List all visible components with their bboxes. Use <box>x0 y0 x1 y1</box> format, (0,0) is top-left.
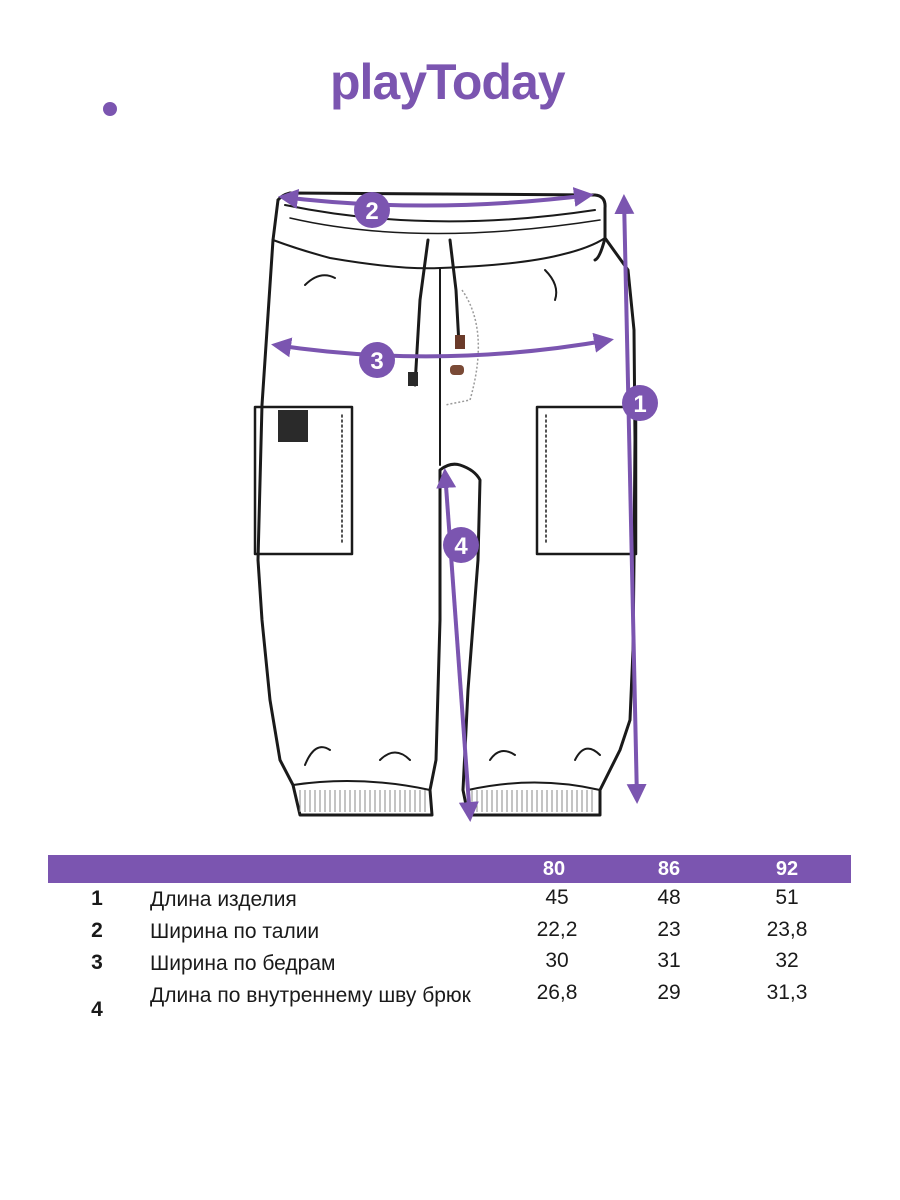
marker-4-label: 4 <box>454 533 468 560</box>
size-header-92: 92 <box>775 858 799 880</box>
table-cell: 30 <box>545 949 569 972</box>
table-cell: 26,8 <box>536 981 578 1004</box>
size-header-80: 80 <box>542 858 566 880</box>
table-cell: 29 <box>657 981 681 1004</box>
pants-drawing: 2 3 1 4 <box>253 187 658 822</box>
marker-4: 4 <box>443 527 479 563</box>
row-label: Ширина по талии <box>150 920 320 943</box>
row-number: 3 <box>91 951 103 974</box>
row-label: Длина по внутреннему шву брюк <box>150 984 471 1007</box>
table-cell: 31,3 <box>766 981 808 1004</box>
row-label: Ширина по бедрам <box>150 952 336 975</box>
marker-3-label: 3 <box>370 348 383 375</box>
table-cell: 23,8 <box>766 918 808 941</box>
brand-logo-dot <box>103 102 117 116</box>
table-cell: 45 <box>545 886 569 909</box>
brand-logo-text: playToday <box>330 54 566 110</box>
table-cell: 48 <box>657 886 681 909</box>
table-cell: 51 <box>775 886 799 909</box>
marker-1-label: 1 <box>633 391 646 418</box>
table-cell: 23 <box>657 918 681 941</box>
size-table-header <box>48 855 851 883</box>
row-label: Длина изделия <box>150 888 297 911</box>
brand-logo: playToday <box>330 52 570 132</box>
table-cell: 22,2 <box>536 918 578 941</box>
marker-2-label: 2 <box>365 198 378 225</box>
row-number: 2 <box>91 919 103 942</box>
table-cell: 31 <box>657 949 681 972</box>
table-cell: 32 <box>775 949 799 972</box>
marker-1: 1 <box>622 385 658 421</box>
marker-2: 2 <box>354 192 390 228</box>
marker-3: 3 <box>359 342 395 378</box>
row-number: 1 <box>91 887 103 910</box>
row-number: 4 <box>91 998 103 1021</box>
size-header-86: 86 <box>657 858 681 880</box>
